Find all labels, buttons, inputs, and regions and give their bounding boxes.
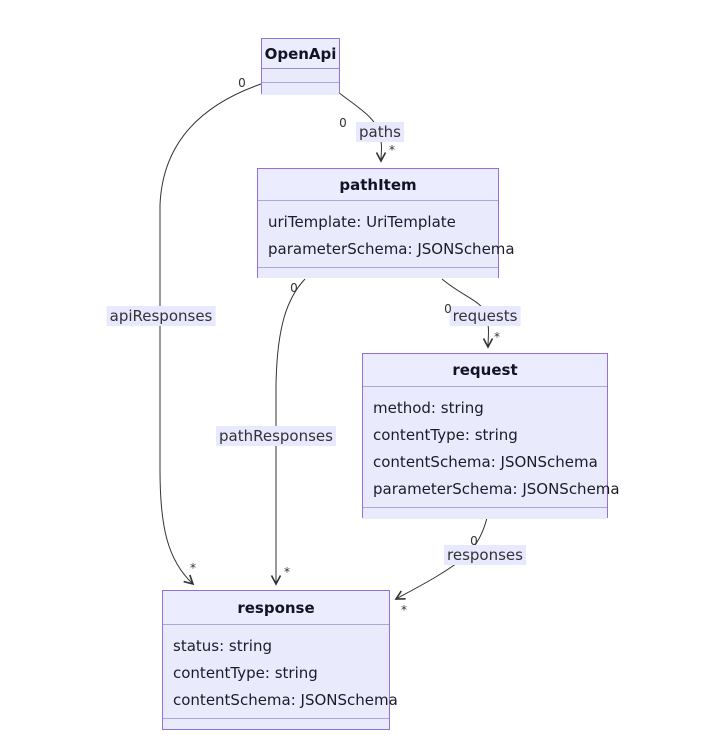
class-pathitem-members: uriTemplate: UriTemplate parameterSchema…	[258, 201, 515, 267]
cardinality-responses-target: *	[401, 603, 407, 617]
cardinality-pathresponses-target: *	[284, 565, 290, 579]
class-member: contentType: string	[173, 664, 318, 682]
cardinality-apiresponses-target: *	[190, 561, 196, 575]
class-request: request method: string contentType: stri…	[362, 353, 620, 519]
edge-label-pathresponses: pathResponses	[216, 426, 336, 446]
cardinality-apiresponses-source: 0	[238, 76, 246, 90]
class-request-members: method: string contentType: string conte…	[363, 387, 620, 507]
edge-label-apiresponses: apiResponses	[106, 306, 216, 326]
class-openapi-title: OpenApi	[262, 39, 339, 69]
class-member: contentSchema: JSONSchema	[173, 691, 398, 709]
edge-label-paths: paths	[356, 122, 404, 142]
class-member: parameterSchema: JSONSchema	[373, 480, 620, 498]
edge-label-responses: responses	[444, 545, 526, 565]
cardinality-pathresponses-source: 0	[290, 281, 298, 295]
class-pathitem-title: pathItem	[258, 169, 498, 201]
class-response-title: response	[163, 591, 389, 625]
edge-apiresponses	[159, 83, 262, 586]
class-openapi-members-compartment	[262, 69, 339, 82]
cardinality-requests-target: *	[494, 330, 500, 344]
cardinality-responses-source: 0	[470, 534, 478, 548]
cardinality-requests-source: 0	[444, 302, 452, 316]
edge-pathresponses	[270, 278, 306, 586]
class-openapi-methods-compartment	[262, 82, 339, 95]
class-request-title: request	[363, 354, 607, 387]
class-pathitem-footer-compartment	[258, 267, 498, 278]
class-member: contentSchema: JSONSchema	[373, 453, 598, 471]
class-request-footer-compartment	[363, 507, 607, 519]
class-member: status: string	[173, 637, 272, 655]
class-response-members: status: string contentType: string conte…	[163, 625, 398, 718]
cardinality-paths-source: 0	[339, 116, 347, 130]
class-member: parameterSchema: JSONSchema	[268, 240, 515, 258]
class-pathitem: pathItem uriTemplate: UriTemplate parame…	[257, 168, 515, 278]
class-member: contentType: string	[373, 426, 518, 444]
class-member: uriTemplate: UriTemplate	[268, 213, 456, 231]
cardinality-paths-target: *	[389, 143, 395, 157]
class-openapi: OpenApi	[261, 38, 340, 95]
edge-label-requests: requests	[449, 306, 521, 326]
class-response-footer-compartment	[163, 718, 389, 729]
class-member: method: string	[373, 399, 484, 417]
class-response: response status: string contentType: str…	[162, 590, 398, 730]
